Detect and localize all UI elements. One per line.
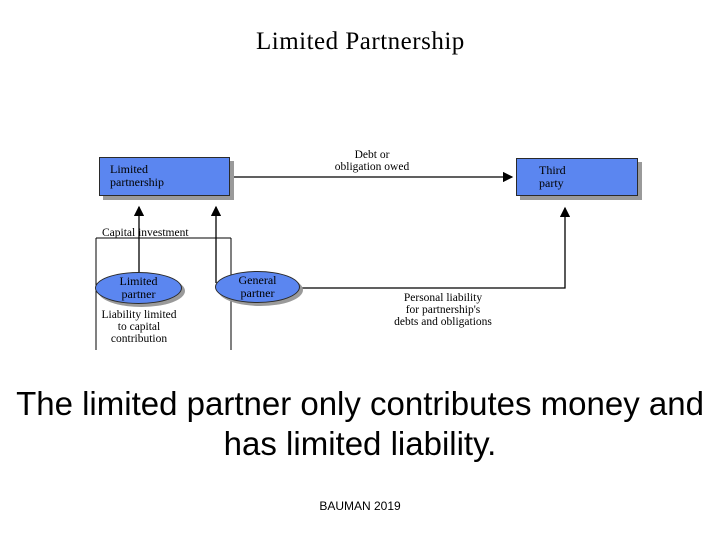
personal-liability-label: Personal liability for partnership's deb…: [394, 292, 492, 328]
third-party-label: Third party: [539, 163, 566, 190]
diagram-connectors: [95, 171, 571, 350]
slide-caption: The limited partner only contributes mon…: [16, 385, 704, 462]
limited-partnership-node: Limited partnership: [99, 157, 230, 196]
personal-liability-line: [300, 206, 571, 289]
limited-partnership-diagram: Limited Partnership Limited partnership …: [95, 28, 638, 350]
liability-limited-label: Liability limited to capital contributio…: [101, 309, 177, 345]
limited-partnership-label: Limited partnership: [110, 162, 164, 189]
third-party-node: Third party: [516, 158, 638, 196]
limited-partner-label: Limited partner: [119, 274, 158, 301]
capital-investment-label: Capital investment: [102, 227, 189, 239]
diagram-title: Limited Partnership: [256, 28, 465, 55]
general-partner-label: General partner: [238, 273, 277, 300]
slide-footer: BAUMAN 2019: [319, 499, 401, 513]
general-partner-node: General partner: [215, 271, 300, 303]
limited-partner-node: Limited partner: [95, 272, 182, 304]
debt-label: Debt or obligation owed: [334, 149, 410, 173]
